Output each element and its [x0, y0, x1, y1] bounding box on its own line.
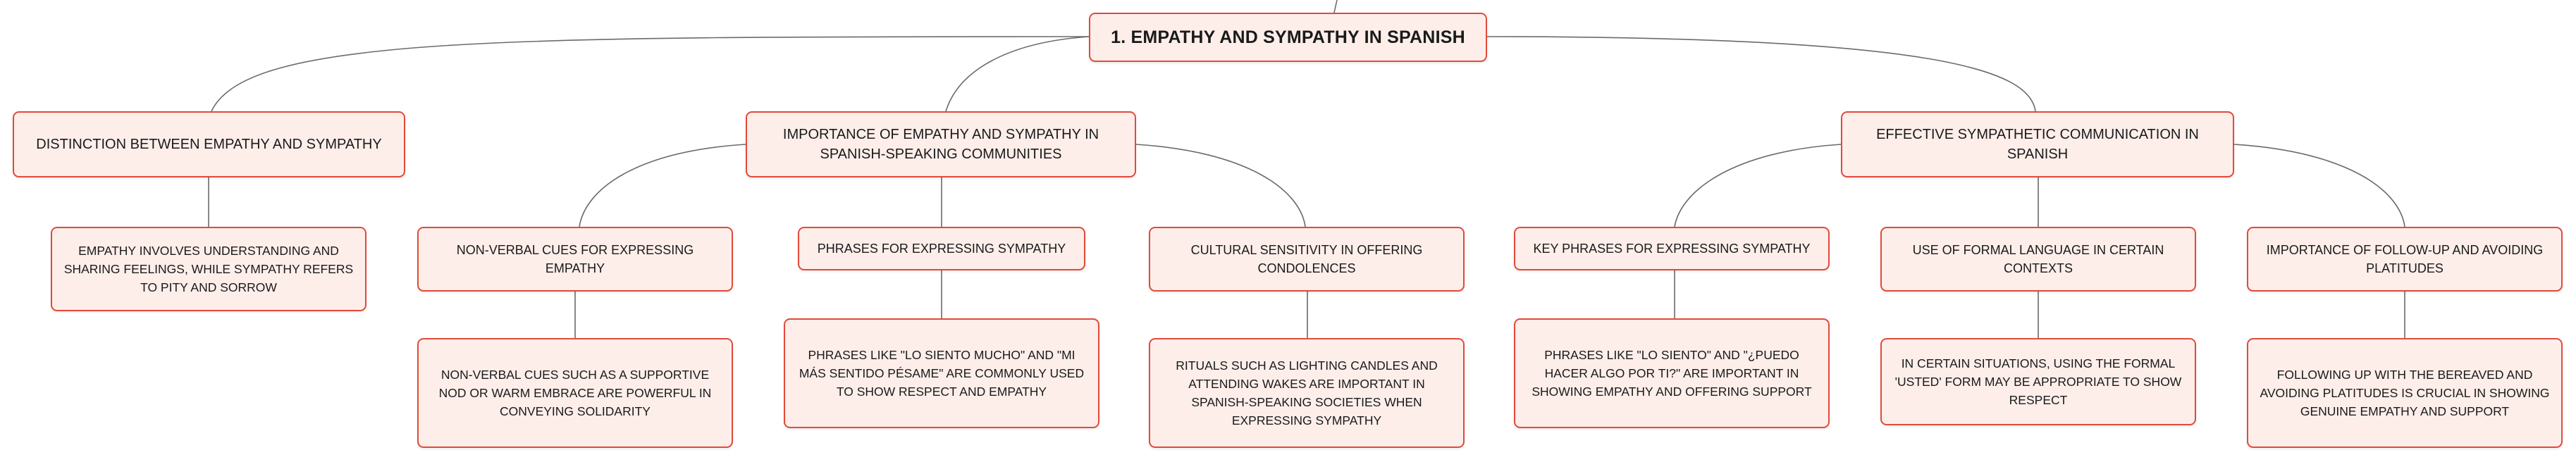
subtopic-nonverbal-cues[interactable]: NON-VERBAL CUES FOR EXPRESSING EMPATHY — [417, 227, 733, 292]
connector-root-effective — [1486, 36, 2036, 112]
topic-importance[interactable]: IMPORTANCE OF EMPATHY AND SYMPATHY IN SP… — [746, 111, 1136, 177]
subtopic-formal-language[interactable]: USE OF FORMAL LANGUAGE IN CERTAIN CONTEX… — [1880, 227, 2196, 292]
connector-root-importance — [945, 36, 1090, 112]
root-topic[interactable]: 1. EMPATHY AND SYMPATHY IN SPANISH — [1089, 13, 1487, 62]
leaf-cultural-sensitivity[interactable]: RITUALS SUCH AS LIGHTING CANDLES AND ATT… — [1149, 338, 1465, 448]
connector-effective-keyphrases — [1674, 144, 1842, 227]
subtopic-key-phrases[interactable]: KEY PHRASES FOR EXPRESSING SYMPATHY — [1514, 227, 1830, 270]
subtopic-phrases-sympathy[interactable]: PHRASES FOR EXPRESSING SYMPATHY — [798, 227, 1085, 270]
leaf-follow-up[interactable]: FOLLOWING UP WITH THE BEREAVED AND AVOID… — [2247, 338, 2563, 448]
leaf-distinction[interactable]: EMPATHY INVOLVES UNDERSTANDING AND SHARI… — [51, 227, 366, 311]
connector-importance-cultural — [1135, 144, 1306, 227]
leaf-formal-language[interactable]: IN CERTAIN SITUATIONS, USING THE FORMAL … — [1880, 338, 2196, 425]
leaf-nonverbal-cues[interactable]: NON-VERBAL CUES SUCH AS A SUPPORTIVE NOD… — [417, 338, 733, 448]
connector-effective-followup — [2233, 144, 2405, 227]
topic-distinction[interactable]: DISTINCTION BETWEEN EMPATHY AND SYMPATHY — [13, 111, 405, 177]
connector-root-top — [1333, 0, 1338, 13]
connector-root-distinction — [211, 36, 1090, 112]
subtopic-cultural-sensitivity[interactable]: CULTURAL SENSITIVITY IN OFFERING CONDOLE… — [1149, 227, 1465, 292]
leaf-phrases-sympathy[interactable]: PHRASES LIKE "LO SIENTO MUCHO" AND "MI M… — [784, 318, 1099, 428]
leaf-key-phrases[interactable]: PHRASES LIKE "LO SIENTO" AND "¿PUEDO HAC… — [1514, 318, 1830, 428]
subtopic-follow-up[interactable]: IMPORTANCE OF FOLLOW-UP AND AVOIDING PLA… — [2247, 227, 2563, 292]
connector-importance-nonverbal — [579, 144, 746, 227]
topic-effective-communication[interactable]: EFFECTIVE SYMPATHETIC COMMUNICATION IN S… — [1841, 111, 2234, 177]
